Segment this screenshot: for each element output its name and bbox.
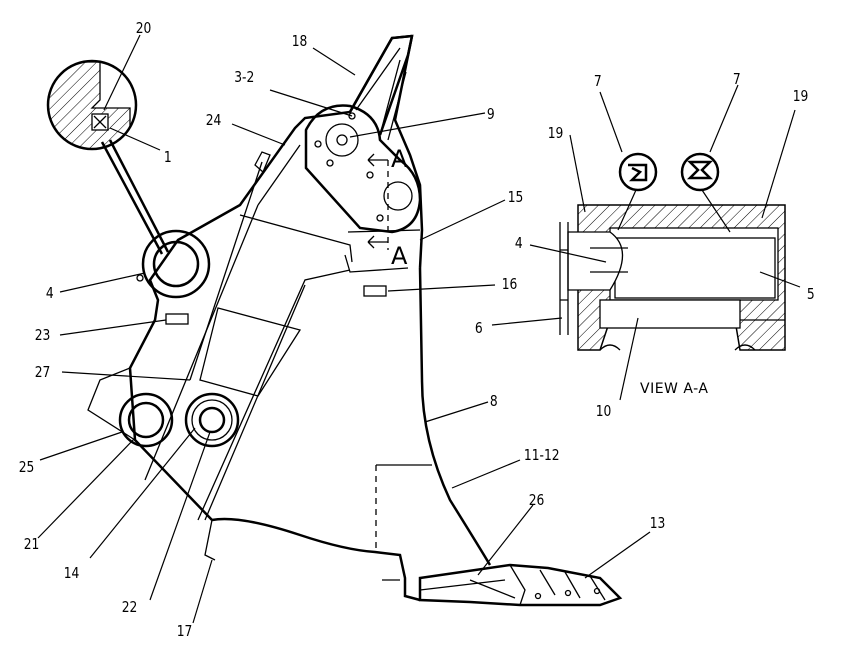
label-23: 23 (35, 327, 51, 344)
label-10: 10 (596, 403, 612, 420)
label-21: 21 (24, 536, 40, 553)
frame-beam-inner (197, 269, 351, 521)
label-7-right: 7 (733, 71, 741, 88)
label-24: 24 (206, 112, 222, 129)
detail-circle (46, 59, 170, 255)
label-3-2: 3-2 (234, 69, 254, 86)
part-16-plate (363, 285, 387, 297)
label-1: 1 (164, 149, 172, 166)
label-26: 14 (64, 565, 80, 582)
label-13: 26 (529, 492, 545, 509)
part-23-plate (165, 313, 189, 325)
ripper-shank (165, 267, 492, 602)
pin-bosses (87, 229, 240, 448)
boss-lower-left (118, 392, 174, 448)
ripper-tip (418, 563, 623, 607)
label-19-left: 19 (548, 125, 564, 142)
view-caption: VIEW A-A (640, 381, 708, 397)
leader-lines (37, 34, 801, 624)
seal-detail-right (680, 152, 720, 192)
label-27: 27 (35, 364, 51, 381)
label-4: 4 (46, 285, 54, 302)
label-6: 6 (475, 320, 483, 337)
label-16: 16 (502, 276, 518, 293)
label-25: 25 (19, 459, 35, 476)
pin-5 (614, 237, 776, 299)
label-22: 22 (122, 599, 138, 616)
ripper-frame (128, 34, 424, 521)
section-mark-bottom: A (391, 242, 408, 270)
label-17: 17 (177, 623, 193, 640)
label-5: 5 (807, 286, 815, 303)
upper-pin-boss: A A (304, 104, 422, 270)
frame-beam (128, 34, 413, 521)
label-4-view: 4 (515, 235, 523, 252)
label-14: 13 (650, 515, 666, 532)
callout-labels: 20 18 3-2 24 9 1 15 4 16 23 27 8 25 11-1… (19, 20, 815, 640)
label-8: 8 (490, 393, 498, 410)
tip-plate (348, 34, 414, 136)
label-18: 18 (292, 33, 308, 50)
label-11-12: 11-12 (524, 447, 560, 464)
label-20: 20 (136, 20, 152, 37)
boss-lower-right (184, 392, 240, 448)
frame-beam-inner2 (204, 284, 306, 521)
section-mark-top: A (391, 145, 408, 173)
label-9: 9 (487, 106, 495, 123)
boss-upper (141, 229, 211, 299)
label-15: 15 (508, 189, 524, 206)
seal-detail-left (618, 152, 658, 192)
view-a-a: VIEW A-A (559, 152, 786, 397)
label-19-right: 19 (793, 88, 809, 105)
label-7-left: 7 (594, 73, 602, 90)
